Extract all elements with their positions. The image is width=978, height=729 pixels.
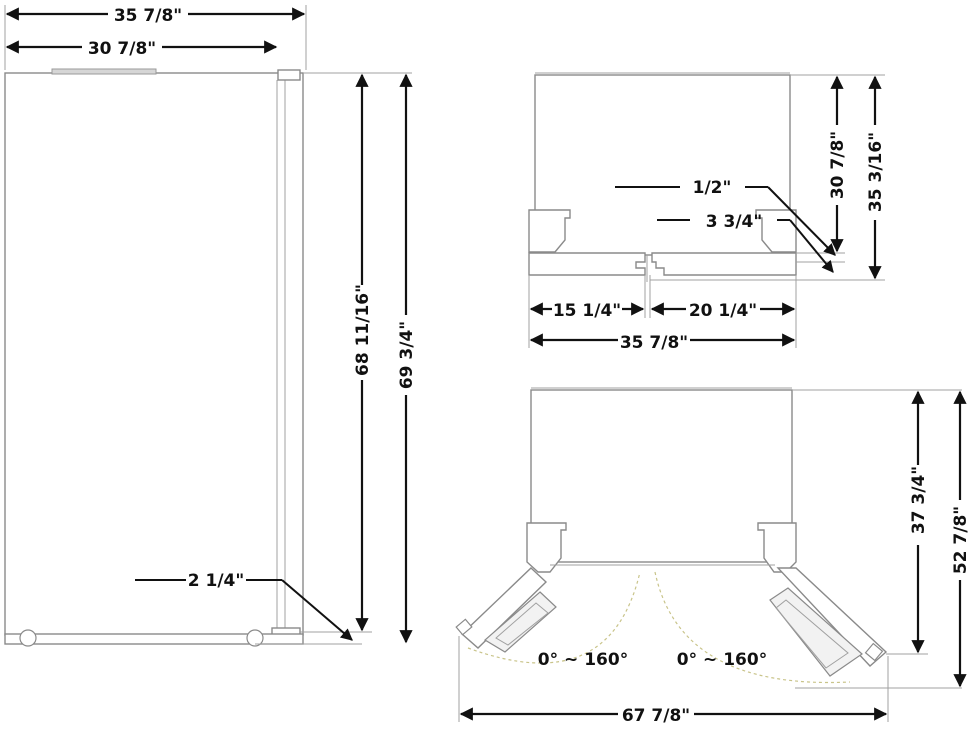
front-view: 35 7/8" 30 7/8" 68 11/16" 69 3/4" 2 1/4" bbox=[4, 4, 418, 647]
label-bg bbox=[82, 37, 162, 59]
right-door-bin bbox=[769, 587, 863, 677]
left-swing-arc bbox=[467, 571, 641, 664]
door-open-view: 0° ~ 160° 0° ~ 160° 37 3/4" 52 7/8" 67 7… bbox=[455, 387, 972, 726]
right-door-handle bbox=[864, 642, 884, 662]
label-bg bbox=[108, 4, 188, 26]
right-swing-label: 0° ~ 160° bbox=[677, 650, 767, 670]
top-door-thickness-label: 3 3/4" bbox=[706, 212, 762, 232]
hinge-top bbox=[277, 69, 301, 81]
top-left-door-width-label: 15 1/4" bbox=[553, 301, 621, 321]
front-cabinet-height-label: 68 11/16" bbox=[353, 284, 373, 376]
cabinet-open bbox=[530, 389, 793, 563]
label-bg bbox=[618, 703, 694, 725]
label-bg bbox=[906, 465, 930, 545]
label-bg bbox=[863, 125, 887, 220]
left-door-bin bbox=[483, 591, 557, 653]
front-cabinet-width-label: 30 7/8" bbox=[88, 39, 156, 59]
label-bg bbox=[618, 330, 690, 352]
label-bg bbox=[948, 500, 972, 580]
top-view: 30 7/8" 35 3/16" 1/2" 3 3/4" 15 1/4" 20 … bbox=[528, 72, 887, 353]
label-bg bbox=[825, 125, 849, 205]
open-depth-label: 37 3/4" bbox=[909, 466, 929, 534]
label-bg bbox=[686, 298, 760, 320]
top-overall-depth-label: 35 3/16" bbox=[866, 132, 886, 212]
label-bg bbox=[394, 315, 418, 395]
top-hinge-cover bbox=[51, 68, 157, 75]
open-overall-width-label: 67 7/8" bbox=[622, 706, 690, 726]
front-overall-height-label: 69 3/4" bbox=[397, 321, 417, 389]
left-door-top bbox=[528, 252, 646, 276]
top-overall-width-label: 35 7/8" bbox=[620, 333, 688, 353]
right-swing-arc bbox=[654, 571, 851, 684]
cabinet-top bbox=[534, 74, 791, 256]
open-overall-depth-label: 52 7/8" bbox=[951, 506, 971, 574]
left-hinge-top bbox=[528, 209, 571, 253]
label-bg bbox=[350, 285, 374, 380]
leader-door-thickness-diag bbox=[789, 219, 834, 273]
front-overall-width-label: 35 7/8" bbox=[114, 6, 182, 26]
left-bin-inner bbox=[495, 602, 549, 646]
left-hinge-open bbox=[526, 522, 567, 573]
right-door-top bbox=[651, 252, 797, 276]
wheel-right bbox=[246, 629, 264, 647]
fridge-body-front bbox=[4, 72, 304, 636]
right-bin-inner bbox=[775, 599, 849, 669]
top-right-door-width-label: 20 1/4" bbox=[689, 301, 757, 321]
left-swing-label: 0° ~ 160° bbox=[538, 650, 628, 670]
leader-door-gap-diag bbox=[767, 186, 836, 256]
base-grille bbox=[4, 633, 304, 645]
wheel-left bbox=[19, 629, 37, 647]
left-door-open bbox=[460, 567, 548, 649]
label-bg bbox=[552, 298, 622, 320]
left-door-handle bbox=[455, 618, 473, 636]
right-hinge-open bbox=[757, 522, 797, 573]
top-door-gap-label: 1/2" bbox=[693, 178, 732, 198]
leader-door-offset-diag bbox=[281, 579, 353, 641]
front-door-offset-label: 2 1/4" bbox=[188, 571, 244, 591]
top-cabinet-depth-label: 30 7/8" bbox=[828, 131, 848, 199]
